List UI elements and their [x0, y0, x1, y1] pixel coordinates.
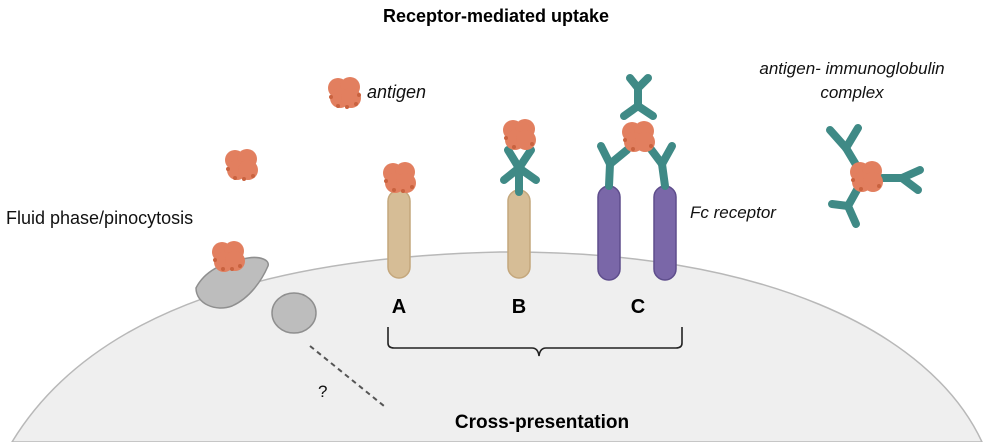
- immune-complex: [826, 124, 924, 228]
- question-mark: ?: [318, 382, 327, 401]
- complex-label-line2: complex: [820, 83, 884, 102]
- cell-membrane: [11, 251, 983, 442]
- antigen-particle: [383, 162, 416, 193]
- diagram-title: Receptor-mediated uptake: [383, 6, 609, 26]
- fluid-phase-label: Fluid phase/pinocytosis: [6, 208, 193, 228]
- receptor-a: [383, 162, 416, 279]
- antigen-particle: [503, 119, 536, 150]
- antibody: [500, 146, 540, 196]
- receptor-c-label: C: [631, 296, 645, 318]
- fc-receptor-label: Fc receptor: [690, 203, 777, 222]
- receptor-c: [597, 74, 677, 281]
- antibody: [597, 74, 676, 190]
- endocytic-vesicle: [271, 292, 317, 334]
- receptor-b: [500, 119, 540, 279]
- complex-label-line1: antigen- immunoglobulin: [759, 59, 944, 78]
- antigen-particle: [850, 161, 883, 192]
- receptor-a-label: A: [392, 296, 406, 318]
- uncertain-pathway-line: [309, 345, 385, 407]
- receptor-b-label: B: [512, 296, 526, 318]
- antigen-particle: [225, 149, 258, 181]
- grouping-brace: [387, 327, 683, 357]
- antigen-particle: [212, 241, 245, 272]
- antigen-particle: [622, 121, 655, 152]
- antigen-particle: [328, 77, 361, 109]
- antigen-label: antigen: [367, 82, 426, 102]
- cross-presentation-label: Cross-presentation: [455, 412, 629, 433]
